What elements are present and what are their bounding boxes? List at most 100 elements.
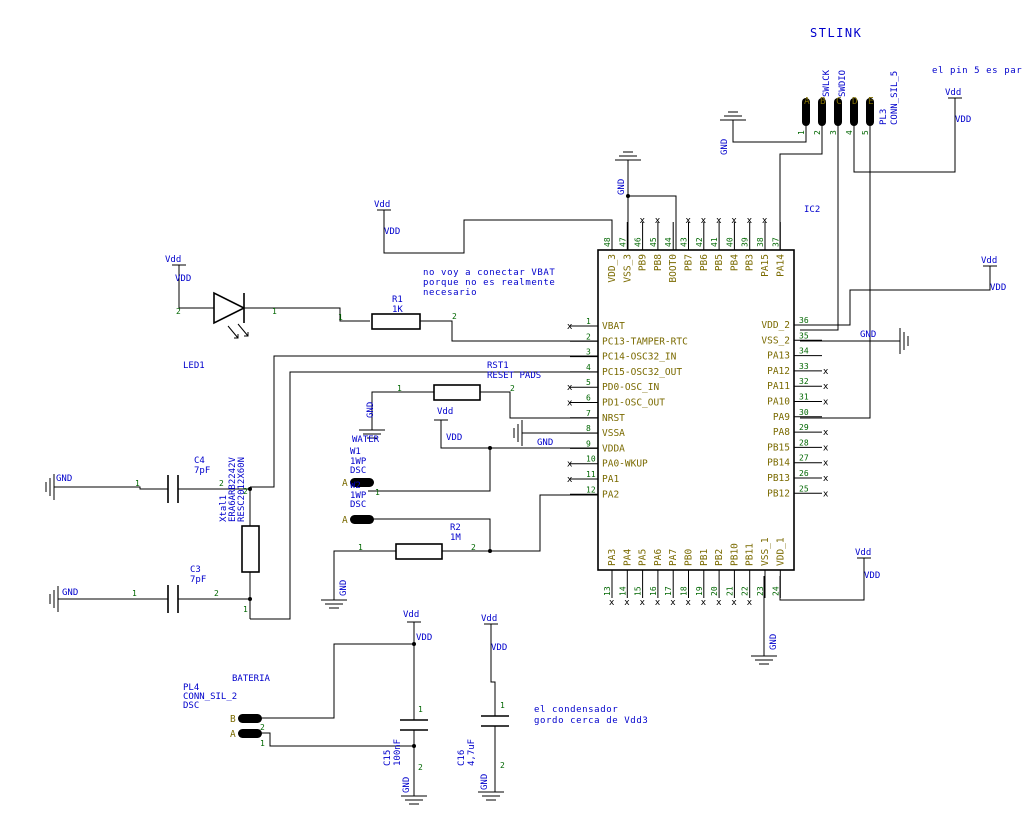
capacitor-c16: Vdd VDD C16 4,7uF 1 2 GND	[457, 614, 509, 801]
pl4-pin1: 1	[260, 739, 265, 748]
ic2-right-power: Vdd VDD GND	[800, 256, 1006, 354]
vdd-net-led: VDD	[175, 274, 191, 284]
no-connect-mark: x	[731, 598, 737, 608]
battery-label: BATERIA	[232, 674, 271, 684]
no-connect-mark: x	[747, 216, 753, 226]
no-connect-mark: x	[609, 598, 615, 608]
stlink-pin-num-4: 4	[845, 130, 854, 135]
ic2-pin-number: 30	[799, 408, 809, 417]
pl4-letter-a: A	[230, 729, 236, 740]
no-connect-mark: x	[655, 216, 661, 226]
stlink-part: CONN_SIL_5	[890, 71, 900, 125]
stlink-connector: A B C D E 1 2 3 4 5 SWLCK SWDIO PL3 CONN…	[797, 69, 900, 135]
stlink-pin-num-2: 2	[813, 130, 822, 135]
c3-pin1: 1	[132, 589, 137, 598]
vdd-net-vdd1: VDD	[864, 571, 880, 581]
oscillator-wiring	[250, 355, 598, 620]
ic2-pin-number: 11	[586, 470, 596, 479]
pl4-pkg: DSC	[183, 701, 199, 711]
c16-pin2: 2	[500, 761, 505, 770]
c15-value: 100nF	[393, 739, 403, 766]
ic2-pin-name: PA3	[607, 549, 618, 566]
stlink-letter-e: E	[868, 96, 874, 107]
no-connect-mark: x	[823, 489, 829, 499]
ic2-pin-name: VSS_3	[622, 254, 633, 283]
ic2-pin-name: VDD_2	[761, 320, 790, 331]
c4-pin2: 2	[219, 479, 224, 488]
ic2-pin-number: 16	[649, 586, 658, 596]
c15-ref: C15	[383, 750, 393, 766]
ic2-pin-name: PA9	[773, 412, 790, 423]
battery-connector-pl4: BATERIA PL4 CONN_SIL_2 DSC B A 2 1	[183, 643, 414, 748]
ic2-pin-number: 17	[664, 586, 673, 596]
stlink-wiring: GND Vdd VDD	[720, 88, 971, 419]
vbat-note-line2: porque no es realmente	[423, 278, 555, 288]
ic2-pin-name: PA15	[760, 254, 771, 277]
r2-pin2: 2	[471, 543, 476, 552]
ic2-top-ground: GND Vdd VDD	[374, 151, 677, 254]
no-connect-mark: x	[823, 428, 829, 438]
ic2-pin-number: 40	[725, 237, 734, 247]
c16-value: 4,7uF	[467, 739, 477, 766]
ic2-pin-name: PC14-OSC32_IN	[602, 352, 677, 363]
no-connect-mark: x	[823, 459, 829, 469]
ic2-pin-name: PC15-OSC32_OUT	[602, 367, 682, 378]
w1-ref: W1	[350, 447, 361, 457]
ic2-pin-number: 29	[799, 423, 809, 432]
ic2-pin-name: PB0	[684, 549, 695, 566]
ic2-pin-number: 10	[586, 455, 596, 464]
ic2-pin-number: 33	[799, 362, 809, 371]
ic2-pin-name: PB1	[699, 549, 710, 566]
w1-value: 1WP	[350, 457, 367, 467]
w2-part: DSC	[350, 500, 366, 510]
vdd-label-vdda: Vdd	[437, 407, 453, 417]
stlink-gnd-label: GND	[720, 139, 730, 155]
ic2-pin-number: 31	[799, 393, 809, 402]
no-connect-mark: x	[640, 216, 646, 226]
ic2-pin-name: PB4	[729, 254, 740, 271]
ic2-pin-number: 15	[634, 586, 643, 596]
c3-value: 7pF	[190, 575, 206, 585]
capacitor-c3: GND C3 7pF 1 2	[49, 565, 250, 613]
ic2-pin-number: 47	[618, 237, 627, 247]
ic2-pin-number: 35	[799, 331, 809, 340]
ic2-pin-name: PB5	[714, 254, 725, 271]
stlink-pin-num-1: 1	[797, 130, 806, 135]
vdd-net-vdda: VDD	[446, 433, 462, 443]
vdd-label-vdd1: Vdd	[855, 548, 871, 558]
no-connect-mark: x	[686, 216, 692, 226]
ic2-bottom-pins: 13PA3x14PA4x15PA5x16PA6x17PA7x18PB0x19PB…	[603, 537, 786, 608]
ic2-pin-number: 8	[586, 424, 591, 433]
r2-value: 1M	[450, 533, 461, 543]
vdd-net-vdd3: VDD	[384, 227, 400, 237]
ic2-pin-name: BOOT0	[668, 254, 679, 283]
stlink-letter-a: A	[804, 96, 810, 107]
no-connect-mark: x	[823, 382, 829, 392]
ic2-pin-number: 22	[741, 586, 750, 596]
ic2-pin-name: PA10	[767, 397, 790, 408]
stlink-ref: PL3	[879, 109, 889, 125]
vbat-note-line3: necesario	[423, 288, 477, 298]
cap-note-line2: gordo cerca de Vdd3	[534, 716, 648, 726]
r2-pin1: 1	[358, 543, 363, 552]
c3-pin2: 2	[214, 589, 219, 598]
ic2-pin-name: PB12	[767, 488, 790, 499]
ic2-pin-name: PB9	[638, 254, 649, 271]
no-connect-mark: x	[701, 216, 707, 226]
ic2-pin-name: VDDA	[602, 443, 625, 454]
ic2-pin-name: PD1-OSC_OUT	[602, 398, 665, 409]
pl4-letter-b: B	[230, 714, 236, 725]
stlink-note: el pin 5 es par	[932, 66, 1022, 76]
ic2-pin-number: 7	[586, 409, 591, 418]
ic2-pin-number: 37	[771, 237, 780, 247]
ic2-pin-name: VSS_1	[760, 537, 771, 566]
no-connect-mark: x	[823, 398, 829, 408]
no-connect-mark: x	[640, 598, 646, 608]
xtal1-part: RB2242V	[228, 456, 238, 495]
gnd-label-vss2: GND	[860, 330, 876, 340]
xtal1-footprint: RESC2012X60N	[237, 457, 247, 522]
no-connect-mark: x	[670, 598, 676, 608]
ic2-pin-number: 27	[799, 454, 809, 463]
c3-ref: C3	[190, 565, 201, 575]
ic2-pin-name: NRST	[602, 413, 625, 424]
